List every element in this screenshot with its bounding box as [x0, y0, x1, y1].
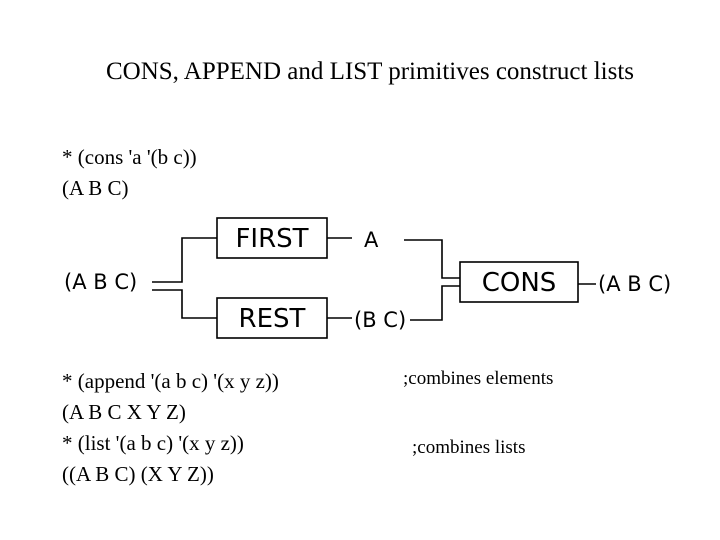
slide-title: CONS, APPEND and LIST primitives constru…: [105, 58, 635, 85]
rest-box-label: REST: [238, 304, 306, 334]
first-box-label: FIRST: [235, 224, 309, 254]
first-output-label: A: [364, 228, 379, 252]
cons-prompt: * (cons 'a '(b c)): [62, 145, 197, 169]
list-result: ((A B C) (X Y Z)): [62, 462, 214, 486]
append-example: * (append '(a b c) '(x y z)) (A B C X Y …: [62, 366, 279, 428]
bc-to-cons-line: [410, 285, 460, 321]
rest-output-label: (B C): [354, 308, 407, 332]
diagram-input-label: (A B C): [64, 270, 138, 294]
append-comment: ;combines elements: [403, 368, 554, 389]
list-comment: ;combines lists: [412, 437, 526, 458]
cons-example: * (cons 'a '(b c)) (A B C): [62, 142, 197, 204]
list-prompt: * (list '(a b c) '(x y z)): [62, 431, 244, 455]
input-to-rest-line: [152, 289, 217, 319]
input-to-first-line: [152, 237, 217, 283]
cons-output-label: (A B C): [598, 272, 672, 296]
list-example: * (list '(a b c) '(x y z)) ((A B C) (X Y…: [62, 428, 244, 490]
append-prompt: * (append '(a b c) '(x y z)): [62, 369, 279, 393]
cons-box-label: CONS: [481, 268, 557, 298]
cons-result: (A B C): [62, 176, 129, 200]
append-result: (A B C X Y Z): [62, 400, 186, 424]
a-to-cons-line: [404, 239, 460, 279]
cons-box: [459, 261, 579, 303]
